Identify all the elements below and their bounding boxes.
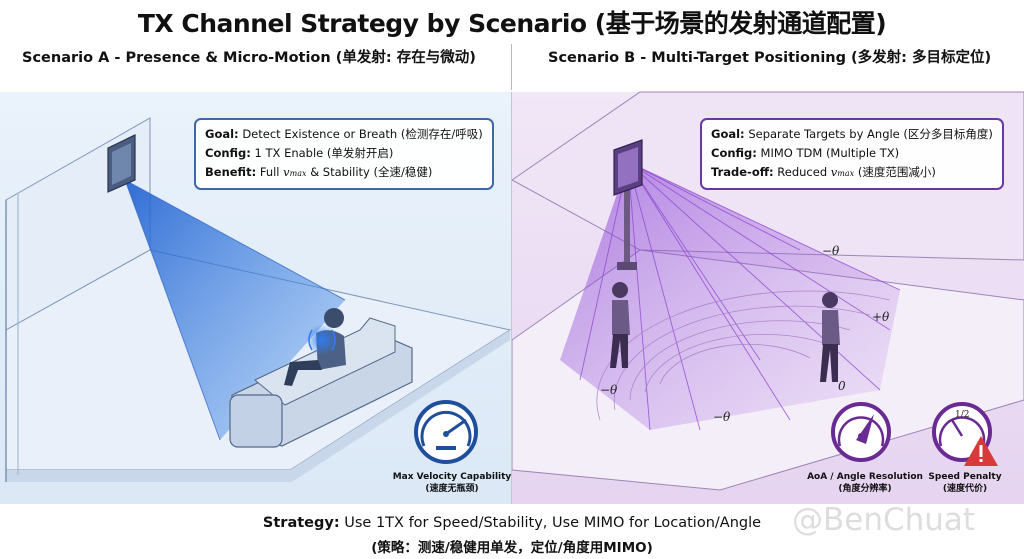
scenario-b-info-card: Goal: Separate Targets by Angle (区分多目标角度… xyxy=(700,118,1004,190)
theta-label: −θ xyxy=(822,244,840,258)
theta-label: 0 xyxy=(838,379,846,393)
aoa-resolution-gauge xyxy=(831,402,891,462)
theta-label: −θ xyxy=(600,383,618,397)
page-title: TX Channel Strategy by Scenario (基于场景的发射… xyxy=(137,9,887,38)
config-row: Config: 1 TX Enable (单发射开启) xyxy=(205,146,394,160)
scenario-a-info-card: Goal: Detect Existence or Breath (检测存在/呼… xyxy=(194,118,494,190)
speed-penalty-scale: 1/2 xyxy=(955,410,970,420)
max-velocity-label: Max Velocity Capability(速度无瓶颈) xyxy=(392,472,512,494)
scenario-a-heading: Scenario A - Presence & Micro-Motion (单发… xyxy=(22,50,476,66)
config-row: Config: MIMO TDM (Multiple TX) xyxy=(711,146,900,160)
header-divider xyxy=(511,44,512,90)
speed-penalty-gauge xyxy=(932,402,998,466)
goal-row: Goal: Separate Targets by Angle (区分多目标角度… xyxy=(711,127,993,141)
tradeoff-row: Trade-off: Reduced vmax (速度范围减小) xyxy=(711,165,936,179)
scenario-b-room xyxy=(511,91,1024,504)
goal-row: Goal: Detect Existence or Breath (检测存在/呼… xyxy=(205,127,483,141)
theta-label: +θ xyxy=(872,310,890,324)
aoa-resolution-label: AoA / Angle Resolution(角度分辨率) xyxy=(807,472,923,494)
strategy-line: Strategy: Use 1TX for Speed/Stability, U… xyxy=(262,515,762,531)
scenario-b-heading: Scenario B - Multi-Target Positioning (多… xyxy=(548,50,992,66)
benefit-row: Benefit: Full vmax & Stability (全速/稳健) xyxy=(205,165,433,179)
theta-label: −θ xyxy=(713,410,731,424)
strategy-line-cn: (策略：测速/稳健用单发，定位/角度用MIMO) xyxy=(371,540,653,556)
max-velocity-gauge xyxy=(414,400,478,464)
speed-penalty-label: Speed Penalty(速度代价) xyxy=(928,472,1002,494)
watermark: @BenChuat xyxy=(792,502,976,538)
